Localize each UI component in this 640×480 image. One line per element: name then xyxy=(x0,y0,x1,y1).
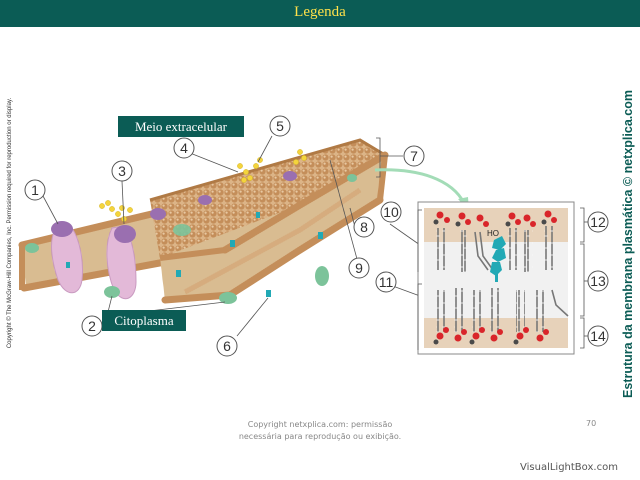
inset-top-lipids xyxy=(436,226,553,272)
svg-text:11: 11 xyxy=(379,274,394,290)
peripheral-protein-c xyxy=(219,292,237,304)
callout-11: 11 xyxy=(375,271,397,293)
bracket-7 xyxy=(376,137,381,178)
svg-text:3: 3 xyxy=(118,163,126,179)
peripheral-protein-a xyxy=(104,286,120,298)
surface-protein-b xyxy=(198,195,212,205)
svg-text:10: 10 xyxy=(383,204,399,220)
integral-protein-1 xyxy=(51,221,83,294)
svg-text:12: 12 xyxy=(590,214,606,230)
svg-text:7: 7 xyxy=(410,148,418,164)
callout-2: 2 xyxy=(81,315,103,337)
inset-brackets xyxy=(417,207,589,350)
inset-bottom-lipids xyxy=(436,288,569,332)
callout-10: 10 xyxy=(380,201,402,223)
slide-title: Legenda xyxy=(294,4,346,20)
peripheral-protein-b xyxy=(25,243,39,253)
callout-9: 9 xyxy=(348,257,370,279)
inset-phosphate-heads xyxy=(433,210,557,345)
svg-text:13: 13 xyxy=(590,273,606,289)
footer-copyright: Copyright netxplica.com: permissão neces… xyxy=(200,419,440,443)
svg-text:1: 1 xyxy=(31,182,39,198)
inset-cholesterol xyxy=(490,236,506,282)
callout-6: 6 xyxy=(216,335,238,357)
top-leaflet xyxy=(149,138,386,258)
surface-protein-d xyxy=(173,224,191,236)
cholesterol-markers xyxy=(66,212,323,297)
callout-3: 3 xyxy=(111,160,133,182)
bilayer-cross-section xyxy=(159,151,389,304)
integral-protein-2 xyxy=(106,225,137,300)
title-bar: Legenda xyxy=(0,0,640,27)
callout-13: 13 xyxy=(587,270,609,292)
peripheral-protein-e xyxy=(347,174,357,182)
svg-text:8: 8 xyxy=(360,219,368,235)
callout-8: 8 xyxy=(353,216,375,238)
surface-protein-c xyxy=(283,171,297,181)
callout-7: 7 xyxy=(403,145,425,167)
peripheral-protein-d xyxy=(315,266,329,286)
cytoplasm-label: Citoplasma xyxy=(102,310,186,331)
callout-4: 4 xyxy=(173,137,195,159)
svg-text:5: 5 xyxy=(276,118,284,134)
surface-protein-a xyxy=(150,208,166,220)
inset-ho-label: HO xyxy=(487,229,499,238)
callout-5: 5 xyxy=(269,115,291,137)
callout-12: 12 xyxy=(587,211,609,233)
svg-text:9: 9 xyxy=(355,260,363,276)
svg-text:4: 4 xyxy=(180,140,188,156)
watermark: VisualLightBox.com xyxy=(520,462,618,473)
callout-1: 1 xyxy=(24,179,46,201)
footer-line-2: necessária para reprodução ou exibição. xyxy=(238,432,402,441)
svg-text:14: 14 xyxy=(590,328,606,344)
callout-14: 14 xyxy=(587,325,609,347)
page-number: 70 xyxy=(586,419,597,428)
footer-line-1: Copyright netxplica.com: permissão xyxy=(247,420,393,429)
extracellular-label: Meio extracelular xyxy=(118,116,244,137)
zoom-arrow xyxy=(374,168,466,204)
left-bilayer xyxy=(18,208,169,292)
svg-text:6: 6 xyxy=(223,338,231,354)
svg-text:2: 2 xyxy=(88,318,96,334)
